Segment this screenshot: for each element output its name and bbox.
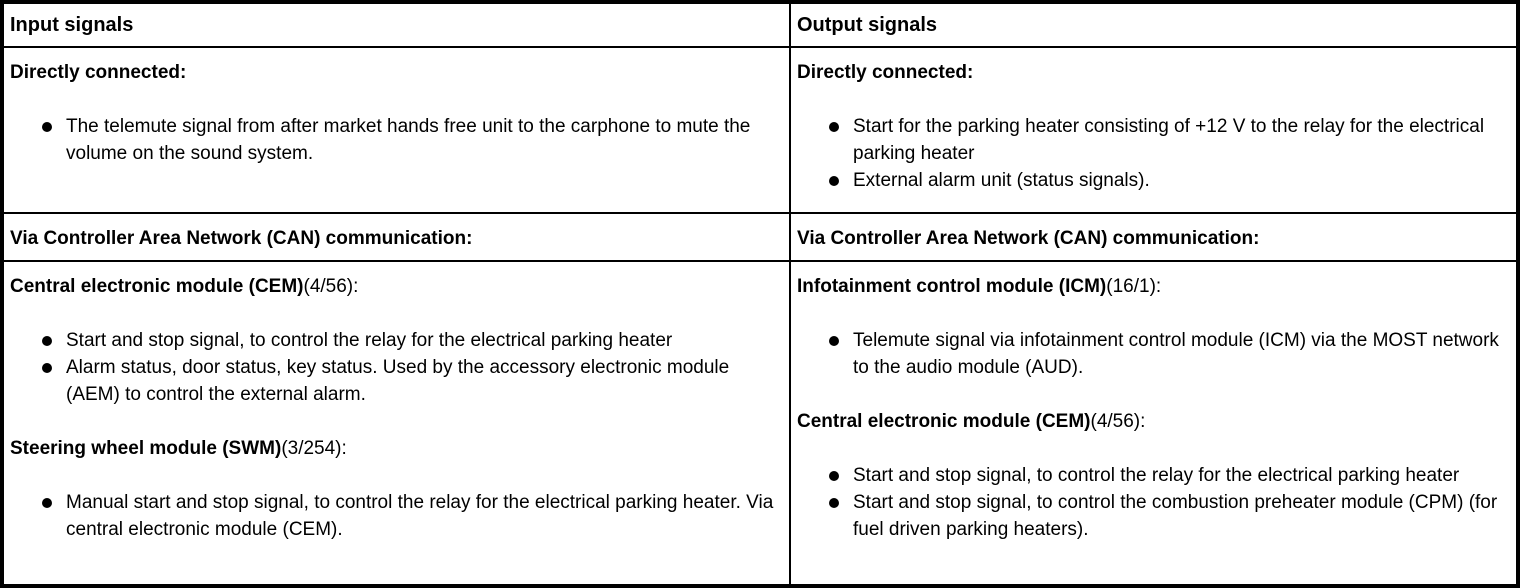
bullet-item: Start and stop signal, to control the re… — [829, 462, 1510, 489]
section-swm-input: Steering wheel module (SWM)(3/254): Manu… — [10, 435, 783, 543]
cell-input-directly-connected: Directly connected: The telemute signal … — [1, 46, 791, 214]
row-directly-connected: Directly connected: The telemute signal … — [1, 46, 1519, 214]
row-via-can-communication: Via Controller Area Network (CAN) commun… — [1, 212, 1519, 262]
bullet-list: Start and stop signal, to control the re… — [10, 327, 783, 408]
cell-input-via-can: Via Controller Area Network (CAN) commun… — [1, 212, 791, 262]
column-header-output-signals: Output signals — [789, 1, 1519, 48]
section-heading: Steering wheel module (SWM)(3/254): — [10, 435, 783, 462]
bullet-icon — [42, 122, 52, 132]
bullet-text: Start and stop signal, to control the co… — [853, 492, 1498, 540]
section-heading-rest: (16/1): — [1106, 276, 1162, 297]
bullet-icon — [829, 122, 839, 132]
bullet-text: Alarm status, door status, key status. U… — [66, 357, 730, 405]
section-heading-bold: Infotainment control module (ICM) — [797, 276, 1107, 297]
section-output-via-can: Via Controller Area Network (CAN) commun… — [797, 225, 1510, 252]
bullet-text: Manual start and stop signal, to control… — [66, 492, 774, 540]
section-output-directly-connected: Directly connected: Start for the parkin… — [797, 59, 1510, 194]
bullet-icon — [42, 336, 52, 346]
bullet-text: The telemute signal from after market ha… — [66, 116, 751, 164]
section-heading-bold: Central electronic module (CEM) — [797, 411, 1091, 432]
bullet-text: Start for the parking heater consisting … — [853, 116, 1485, 164]
bullet-item: Alarm status, door status, key status. U… — [42, 354, 783, 408]
section-heading-bold: Steering wheel module (SWM) — [10, 438, 282, 459]
bullet-icon — [829, 336, 839, 346]
section-heading-bold: Directly connected: — [797, 62, 974, 83]
section-heading-rest: (4/56): — [1090, 411, 1146, 432]
bullet-item: Telemute signal via infotainment control… — [829, 327, 1510, 381]
section-heading-rest: (4/56): — [303, 276, 359, 297]
section-input-directly-connected: Directly connected: The telemute signal … — [10, 59, 783, 167]
bullet-list: Manual start and stop signal, to control… — [10, 489, 783, 543]
section-input-via-can: Via Controller Area Network (CAN) commun… — [10, 225, 783, 252]
bullet-icon — [829, 498, 839, 508]
section-heading: Via Controller Area Network (CAN) commun… — [10, 225, 783, 252]
bullet-icon — [829, 471, 839, 481]
cell-output-via-can: Via Controller Area Network (CAN) commun… — [789, 212, 1519, 262]
section-heading: Central electronic module (CEM)(4/56): — [10, 273, 783, 300]
bullet-item: Start and stop signal, to control the re… — [42, 327, 783, 354]
bullet-item: Start and stop signal, to control the co… — [829, 489, 1510, 543]
bullet-list: Start for the parking heater consisting … — [797, 113, 1510, 194]
cell-output-directly-connected: Directly connected: Start for the parkin… — [789, 46, 1519, 214]
section-heading: Directly connected: — [797, 59, 1510, 86]
section-cem-output: Central electronic module (CEM)(4/56): S… — [797, 408, 1510, 543]
bullet-text: Start and stop signal, to control the re… — [66, 330, 673, 351]
cell-input-modules: Central electronic module (CEM)(4/56): S… — [1, 260, 791, 587]
bullet-item: Start for the parking heater consisting … — [829, 113, 1510, 167]
section-heading-bold: Via Controller Area Network (CAN) commun… — [797, 228, 1260, 249]
section-heading: Directly connected: — [10, 59, 783, 86]
table-header-row: Input signals Output signals — [1, 1, 1519, 48]
section-cem-input: Central electronic module (CEM)(4/56): S… — [10, 273, 783, 408]
row-modules: Central electronic module (CEM)(4/56): S… — [1, 260, 1519, 587]
section-heading-bold: Via Controller Area Network (CAN) commun… — [10, 228, 473, 249]
bullet-list: The telemute signal from after market ha… — [10, 113, 783, 167]
bullet-text: External alarm unit (status signals). — [853, 170, 1150, 191]
section-heading: Infotainment control module (ICM)(16/1): — [797, 273, 1510, 300]
section-heading-bold: Directly connected: — [10, 62, 187, 83]
column-header-input-signals: Input signals — [1, 1, 791, 48]
bullet-list: Telemute signal via infotainment control… — [797, 327, 1510, 381]
bullet-text: Start and stop signal, to control the re… — [853, 465, 1460, 486]
bullet-item: External alarm unit (status signals). — [829, 167, 1510, 194]
bullet-icon — [829, 176, 839, 186]
section-heading: Via Controller Area Network (CAN) commun… — [797, 225, 1510, 252]
bullet-item: Manual start and stop signal, to control… — [42, 489, 783, 543]
bullet-text: Telemute signal via infotainment control… — [853, 330, 1499, 378]
bullet-item: The telemute signal from after market ha… — [42, 113, 783, 167]
section-heading-bold: Central electronic module (CEM) — [10, 276, 304, 297]
bullet-list: Start and stop signal, to control the re… — [797, 462, 1510, 543]
section-heading-rest: (3/254): — [281, 438, 347, 459]
section-icm-output: Infotainment control module (ICM)(16/1):… — [797, 273, 1510, 381]
cell-output-modules: Infotainment control module (ICM)(16/1):… — [789, 260, 1519, 587]
bullet-icon — [42, 498, 52, 508]
bullet-icon — [42, 363, 52, 373]
section-heading: Central electronic module (CEM)(4/56): — [797, 408, 1510, 435]
